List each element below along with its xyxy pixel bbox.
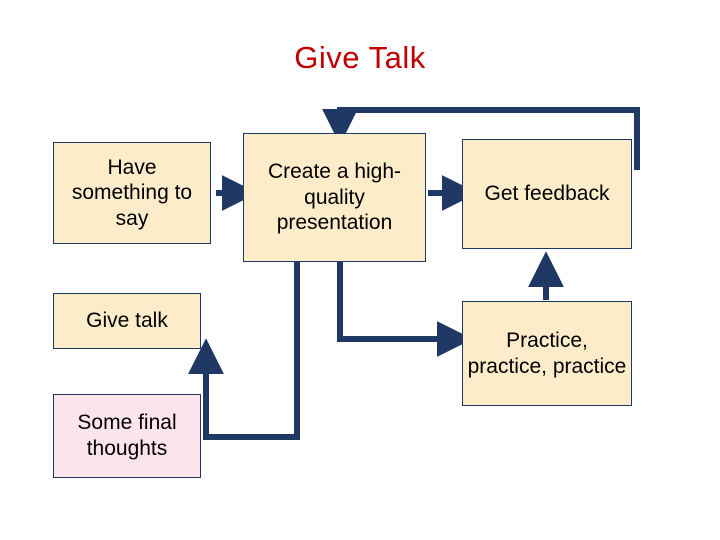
- arrow-to-give-talk: [188, 258, 300, 440]
- node-label: Give talk: [86, 309, 168, 333]
- node-label: Create a high-quality presentation: [267, 160, 402, 235]
- node-label: Some final thoughts: [77, 411, 177, 460]
- arrow-feedback-loop: [322, 107, 640, 170]
- node-give-talk[interactable]: Give talk: [53, 293, 201, 349]
- node-create-presentation[interactable]: Create a high-quality presentation: [243, 133, 426, 262]
- arrow-create-to-practice: [337, 258, 473, 357]
- node-get-feedback[interactable]: Get feedback: [462, 139, 632, 249]
- page-title: Give Talk: [294, 40, 426, 75]
- node-have-something-to-say[interactable]: Have something to say: [53, 142, 211, 244]
- node-label: Have something to say: [71, 155, 193, 230]
- node-label: Get feedback: [484, 182, 610, 206]
- node-label: Practice, practice, practice: [467, 328, 627, 378]
- node-practice[interactable]: Practice, practice, practice: [462, 301, 632, 406]
- node-some-final-thoughts[interactable]: Some final thoughts: [53, 394, 201, 478]
